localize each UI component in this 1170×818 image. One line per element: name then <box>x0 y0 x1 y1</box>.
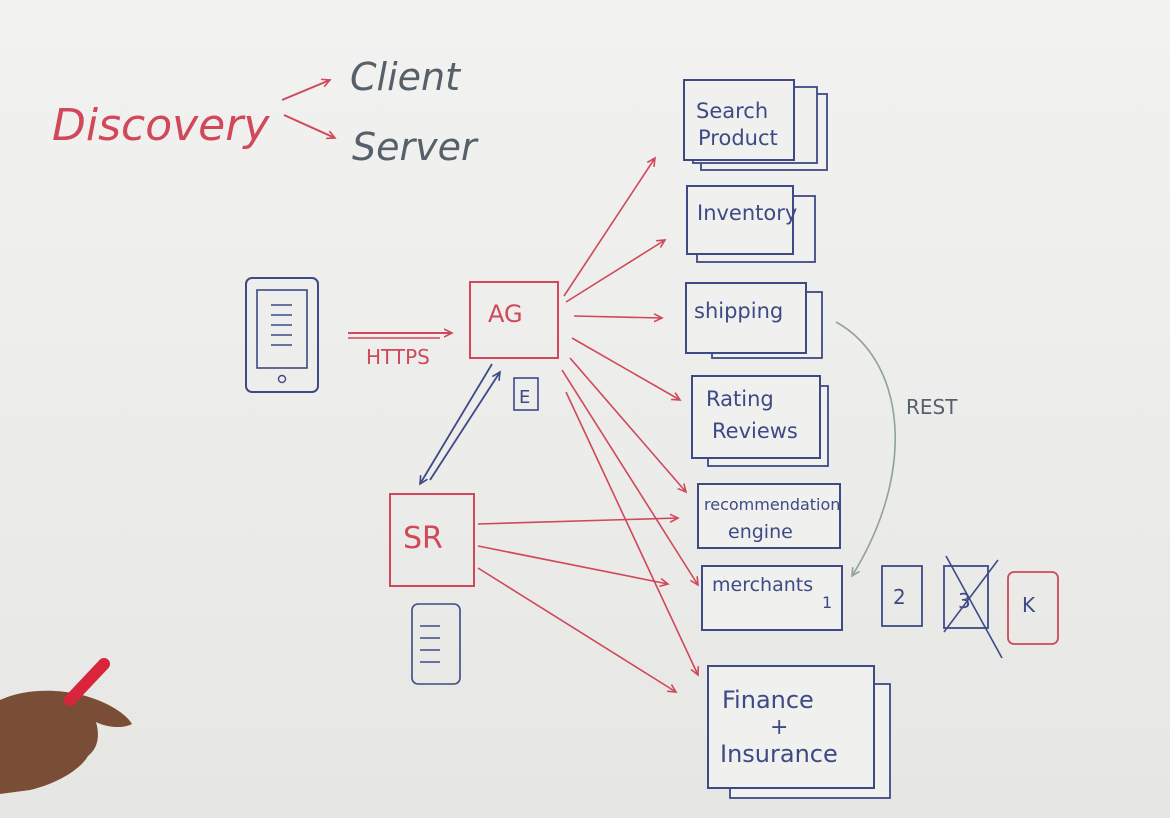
svg-text:Reviews: Reviews <box>712 419 798 443</box>
gateway-note-icon: E <box>513 377 539 411</box>
svg-text:2: 2 <box>893 585 906 609</box>
label-https: HTTPS <box>366 345 430 369</box>
label-server: Server <box>352 125 479 169</box>
hand-with-marker-icon <box>0 658 132 794</box>
svg-text:1: 1 <box>822 593 832 612</box>
service-registry-label: SR <box>403 521 443 556</box>
svg-text:recommendation: recommendation <box>704 495 840 514</box>
svg-text:shipping: shipping <box>694 299 783 323</box>
arrow-gw-reco <box>569 357 686 492</box>
service-inventory: Inventory <box>686 185 816 263</box>
service-registry-box <box>389 493 475 587</box>
arrow-sr-reco <box>477 518 678 525</box>
arrow-sr-finance <box>477 567 676 692</box>
api-gateway-label: AG <box>488 300 523 328</box>
svg-text:engine: engine <box>728 521 793 543</box>
arrow-gw-shipping <box>573 316 662 318</box>
arrow-sr-merchants <box>477 545 668 584</box>
svg-text:+: + <box>770 715 788 740</box>
service-rating-reviews: Rating Reviews <box>691 375 829 467</box>
svg-text:K: K <box>1022 593 1036 617</box>
arrow-gw-rating <box>571 337 680 400</box>
svg-text:E: E <box>519 387 530 408</box>
rest-curve-arrow <box>835 321 897 576</box>
arrow-to-client <box>281 80 330 101</box>
svg-text:Finance: Finance <box>722 686 814 714</box>
service-finance-insurance: Finance + Insurance <box>707 665 891 799</box>
service-shipping: shipping <box>685 282 823 359</box>
service-merchants: merchants 1 <box>701 565 843 631</box>
merchant-instance-3-crossed: 3 <box>943 555 1003 659</box>
arrow-to-server <box>283 114 335 138</box>
merchant-instance-k: K <box>1007 571 1059 645</box>
label-rest: REST <box>906 395 958 419</box>
arrow-gw-merchants <box>561 369 698 585</box>
svg-text:Product: Product <box>698 126 778 150</box>
svg-text:merchants: merchants <box>712 574 813 596</box>
merchant-instance-2: 2 <box>881 565 923 627</box>
gateway-registry-link-up <box>429 372 500 481</box>
svg-text:Insurance: Insurance <box>720 740 838 768</box>
mobile-phone-icon <box>245 277 319 393</box>
gateway-registry-link-down <box>420 363 493 484</box>
svg-text:Search: Search <box>696 99 768 123</box>
label-client: Client <box>350 55 462 99</box>
svg-text:3: 3 <box>958 589 971 613</box>
api-gateway-box <box>469 281 559 359</box>
service-recommendation-engine: recommendation engine <box>697 483 841 549</box>
registry-document-icon <box>411 603 461 685</box>
arrow-gw-inventory <box>565 240 665 303</box>
arrow-gw-finance <box>565 391 698 675</box>
title-discovery: Discovery <box>52 100 270 151</box>
svg-text:Rating: Rating <box>706 387 774 411</box>
arrow-gw-search <box>563 158 655 297</box>
service-search-product: Search Product <box>683 79 828 171</box>
svg-text:Inventory: Inventory <box>697 201 797 225</box>
